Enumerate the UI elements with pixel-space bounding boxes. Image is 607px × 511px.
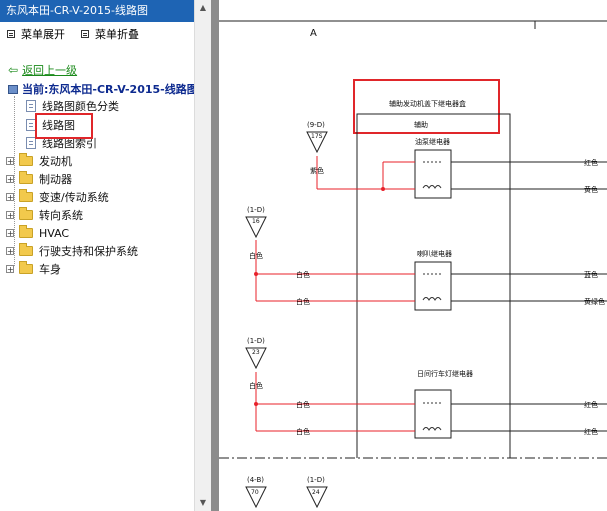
vertical-scrollbar[interactable]: ▲ ▼ (194, 0, 211, 511)
wire-junction (381, 187, 385, 191)
wire-color-label: 蓝色 (584, 270, 598, 279)
scroll-up-icon[interactable]: ▲ (199, 3, 207, 12)
wire-color-label: 白色 (249, 381, 263, 390)
relay-coil (422, 297, 442, 301)
folder-icon (19, 171, 33, 184)
computer-icon (8, 84, 18, 94)
folder-icon (19, 243, 33, 256)
wire-color-label: 黄绿色 (584, 297, 605, 306)
relay-box-outline (356, 113, 511, 458)
expand-plus-icon[interactable]: + (6, 229, 14, 238)
diagram-pane: A 辅助发动机盖下继电器盒 辅助 油泵继电器 红色 黄色 喇叭继电器 (219, 0, 607, 511)
inner-box-label: 辅助 (414, 120, 428, 129)
expand-plus-icon[interactable]: + (6, 247, 14, 256)
expand-plus-icon[interactable]: + (6, 193, 14, 202)
wire-color-label: 白色 (296, 270, 310, 279)
wire-color-label: 紫色 (310, 166, 324, 175)
tree-folder-engine[interactable]: + 发动机 (6, 153, 72, 168)
wire-color-label: 黄色 (584, 185, 598, 194)
scroll-down-icon[interactable]: ▼ (199, 498, 207, 507)
relay-box-title: 辅助发动机盖下继电器盒 (389, 99, 466, 108)
terminal-triangle (245, 216, 267, 239)
expand-menu-button[interactable]: 菜单展开 (7, 26, 65, 42)
document-icon (26, 100, 36, 112)
current-location: 当前:东风本田-CR-V-2015-线路图 (8, 81, 198, 97)
relay-symbol (414, 261, 452, 311)
relay-label: 油泵继电器 (415, 137, 450, 146)
wire-color-label: 白色 (296, 297, 310, 306)
relay-symbol (414, 389, 452, 439)
expand-plus-icon[interactable]: + (6, 211, 14, 220)
window-title: 东风本田-CR-V-2015-线路图 (0, 0, 194, 22)
relay-label: 日间行车灯继电器 (417, 369, 473, 378)
relay-label: 喇叭继电器 (417, 249, 452, 258)
folder-icon (19, 189, 33, 202)
terminal-number: 16 (252, 218, 260, 225)
wiring-diagram: A 辅助发动机盖下继电器盒 辅助 油泵继电器 红色 黄色 喇叭继电器 (219, 20, 607, 509)
menu-toolbar: 菜单展开 菜单折叠 (0, 26, 194, 42)
terminal-ref: (1-D) (307, 476, 325, 484)
terminal-number: 17S (311, 133, 323, 140)
document-icon (26, 137, 36, 149)
navigation-pane: 东风本田-CR-V-2015-线路图 菜单展开 菜单折叠 ⇦ 返回上一级 当前:… (0, 0, 211, 511)
folder-icon (19, 153, 33, 166)
expand-plus-icon[interactable]: + (6, 175, 14, 184)
tree-folder-steering[interactable]: + 转向系统 (6, 207, 83, 222)
terminal-triangle (306, 486, 328, 509)
terminal-number: 24 (312, 489, 320, 496)
relay-coil (422, 185, 442, 189)
terminal-number: 23 (252, 349, 260, 356)
tree-folder-driving-support[interactable]: + 行驶支持和保护系统 (6, 243, 138, 258)
tree-item-color-classes[interactable]: 线路图颜色分类 (26, 98, 119, 114)
folder-icon (19, 225, 33, 238)
folder-icon (19, 207, 33, 220)
back-arrow-icon: ⇦ (8, 63, 19, 77)
terminal-triangle (306, 131, 328, 154)
terminal-ref: (4-B) (247, 476, 264, 484)
highlight-box (35, 113, 93, 139)
wire-color-label: 白色 (296, 427, 310, 436)
wire-color-label: 白色 (296, 400, 310, 409)
tree-folder-hvac[interactable]: + HVAC (6, 225, 70, 240)
tree-folder-body[interactable]: + 车身 (6, 261, 61, 276)
wire-color-label: 红色 (584, 400, 598, 409)
highlight-box (353, 79, 500, 134)
tree-guide-line (14, 96, 15, 266)
menu-expand-icon (7, 30, 15, 38)
wire-color-label: 红色 (584, 158, 598, 167)
relay-coil (422, 427, 442, 431)
wire-color-label: 红色 (584, 427, 598, 436)
back-link[interactable]: ⇦ 返回上一级 (8, 63, 78, 77)
wire-junction (254, 402, 258, 406)
section-marker: A (310, 28, 317, 39)
terminal-number: 70 (251, 489, 259, 496)
wire-junction (254, 272, 258, 276)
menu-collapse-icon (81, 30, 89, 38)
tree-item-diagram-index[interactable]: 线路图索引 (26, 135, 97, 151)
terminal-triangle (245, 347, 267, 370)
expand-plus-icon[interactable]: + (6, 157, 14, 166)
tree-folder-transmission[interactable]: + 变速/传动系统 (6, 189, 109, 204)
collapse-menu-button[interactable]: 菜单折叠 (81, 26, 139, 42)
terminal-ref: (9-D) (307, 121, 325, 129)
terminal-ref: (1-D) (247, 206, 265, 214)
tree-folder-brakes[interactable]: + 制动器 (6, 171, 72, 186)
terminal-triangle (245, 486, 267, 509)
expand-plus-icon[interactable]: + (6, 265, 14, 274)
folder-icon (19, 261, 33, 274)
relay-symbol (414, 149, 452, 199)
wire-color-label: 白色 (249, 251, 263, 260)
terminal-ref: (1-D) (247, 337, 265, 345)
